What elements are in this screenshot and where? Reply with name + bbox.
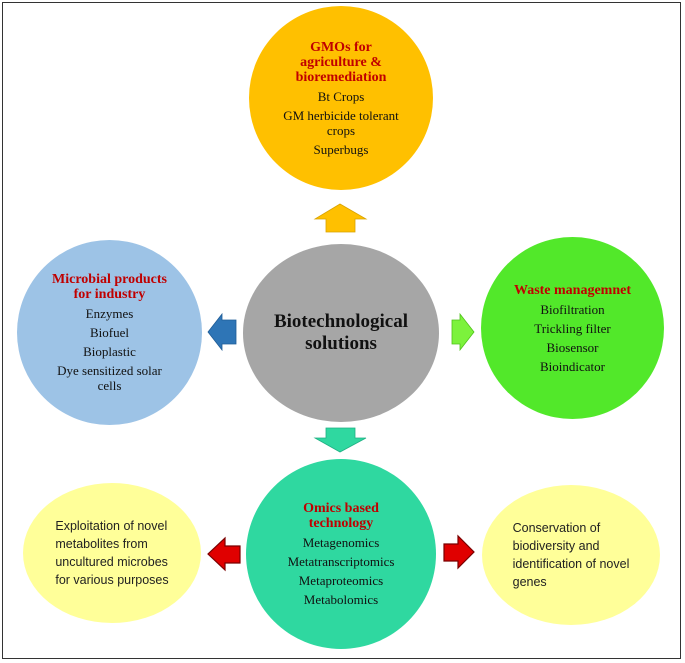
center-title-line-1: Biotechnological — [273, 311, 409, 332]
omics-item-metabolomics: Metabolomics — [303, 592, 379, 607]
gmo-item-herbicide-tolerant: GM herbicide tolerant crops — [283, 107, 399, 138]
microbial-item-bioplastic: Bioplastic — [83, 344, 136, 359]
microbial-item-enzymes: Enzymes — [85, 306, 134, 321]
conservation-line-4: genes — [512, 575, 547, 589]
conservation-line-3: identification of novel — [512, 557, 630, 571]
center-title-line-2: solutions — [305, 333, 377, 354]
exploitation-line-4: for various purposes — [55, 573, 169, 587]
conservation-line-2: biodiversity and — [512, 539, 600, 553]
waste-item-biosensor: Biosensor — [546, 339, 599, 355]
gmo-heading-line-1: GMOs for — [310, 39, 372, 55]
microbial-products-circle: Microbial products for industry Enzymes … — [17, 240, 202, 425]
gmo-heading-line-2: agriculture & — [300, 54, 382, 70]
microbial-heading-line-2: for industry — [73, 287, 146, 302]
omics-circle: Omics based technology Metagenomics Meta… — [246, 459, 436, 649]
exploitation-line-1: Exploitation of novel — [55, 519, 168, 533]
exploitation-line-2: metabolites from — [55, 537, 148, 551]
omics-heading-line-2: technology — [308, 516, 374, 531]
conservation-note-circle: Conservation of biodiversity and identif… — [482, 485, 660, 625]
waste-heading: Waste managemnet — [513, 282, 632, 298]
conservation-line-1: Conservation of — [512, 521, 601, 535]
omics-item-metatranscriptomics: Metatranscriptomics — [287, 554, 395, 569]
gmo-heading-line-3: bioremediation — [295, 69, 387, 85]
waste-item-trickling-filter: Trickling filter — [534, 320, 611, 336]
exploitation-line-3: uncultured microbes — [55, 555, 168, 569]
waste-management-circle: Waste managemnet Biofiltration Trickling… — [481, 237, 664, 419]
omics-item-metaproteomics: Metaproteomics — [298, 573, 384, 588]
arrow-down-icon — [313, 427, 367, 453]
microbial-item-biofuel: Biofuel — [90, 325, 129, 340]
microbial-item-solar-cells: Dye sensitized solar cells — [57, 363, 162, 393]
red-arrow-left-icon — [207, 536, 241, 572]
arrow-up-icon — [313, 203, 368, 233]
gmo-circle: GMOs for agriculture & bioremediation Bt… — [249, 6, 433, 190]
gmo-item-bt-crops: Bt Crops — [317, 88, 365, 104]
arrow-right-icon — [451, 312, 475, 352]
waste-item-biofiltration: Biofiltration — [540, 301, 605, 317]
exploitation-note-circle: Exploitation of novel metabolites from u… — [23, 483, 201, 623]
waste-item-bioindicator: Bioindicator — [540, 358, 605, 374]
gmo-item-superbugs: Superbugs — [313, 141, 369, 157]
omics-item-metagenomics: Metagenomics — [302, 535, 380, 550]
biotechnological-solutions-circle: Biotechnological solutions — [243, 244, 439, 422]
omics-heading-line-1: Omics based — [303, 501, 379, 516]
red-arrow-right-icon — [443, 534, 475, 570]
arrow-left-icon — [207, 312, 237, 352]
microbial-heading-line-1: Microbial products — [52, 272, 167, 287]
